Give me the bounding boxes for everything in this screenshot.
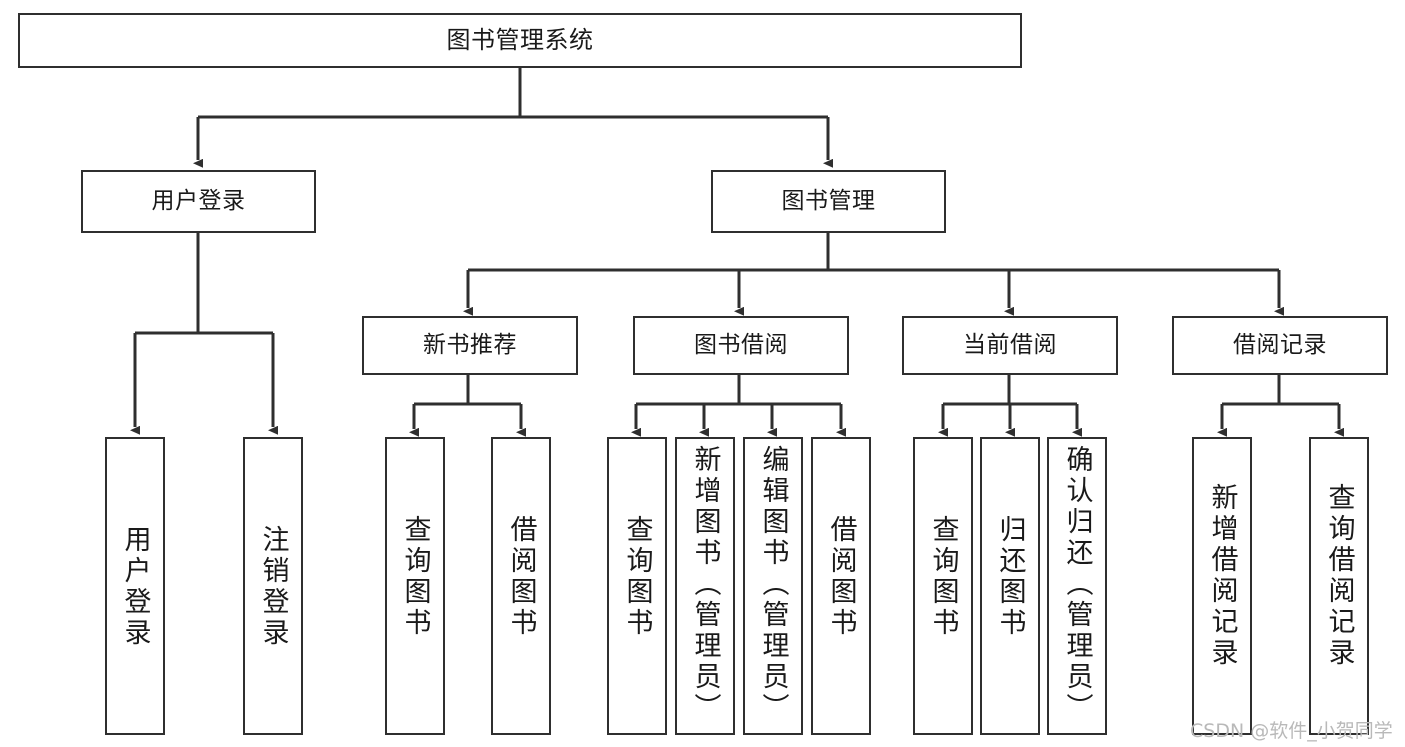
node-leaf-borrow-book-2[interactable]: 借阅图书: [811, 437, 871, 735]
node-leaf-borrow-book-1[interactable]: 借阅图书: [491, 437, 551, 735]
node-borrow-record[interactable]: 借阅记录: [1172, 316, 1388, 375]
node-root-system-label: 图书管理系统: [446, 26, 594, 55]
node-book-manage[interactable]: 图书管理: [711, 170, 946, 233]
node-leaf-user-login-label: 用户登录: [119, 525, 151, 649]
node-leaf-logout-login[interactable]: 注销登录: [243, 437, 303, 735]
node-leaf-logout-login-label: 注销登录: [257, 525, 289, 649]
node-leaf-return-book-label: 归还图书: [994, 515, 1026, 639]
node-new-book-recommend-label: 新书推荐: [423, 331, 517, 358]
node-leaf-confirm-return-admin[interactable]: 确认归还（管理员）: [1047, 437, 1107, 735]
node-new-book-recommend[interactable]: 新书推荐: [362, 316, 578, 375]
node-leaf-add-book-admin-label: 新增图书（管理员）: [689, 445, 721, 724]
node-leaf-edit-book-admin[interactable]: 编辑图书（管理员）: [743, 437, 803, 735]
node-leaf-borrow-book-1-label: 借阅图书: [505, 515, 537, 639]
node-book-manage-label: 图书管理: [781, 187, 876, 214]
node-root-system[interactable]: 图书管理系统: [18, 13, 1022, 68]
node-user-login-label: 用户登录: [151, 187, 246, 214]
node-leaf-add-borrow-record[interactable]: 新增借阅记录: [1192, 437, 1252, 735]
node-leaf-add-borrow-record-label: 新增借阅记录: [1206, 483, 1238, 669]
node-leaf-query-book-2[interactable]: 查询图书: [607, 437, 667, 735]
node-leaf-query-book-3[interactable]: 查询图书: [913, 437, 973, 735]
node-current-borrow-label: 当前借阅: [963, 331, 1057, 358]
node-leaf-query-book-2-label: 查询图书: [621, 515, 653, 639]
node-user-login[interactable]: 用户登录: [81, 170, 316, 233]
node-book-borrow[interactable]: 图书借阅: [633, 316, 849, 375]
node-borrow-record-label: 借阅记录: [1233, 331, 1327, 358]
node-leaf-query-borrow-record-label: 查询借阅记录: [1323, 483, 1355, 669]
node-leaf-query-book-1-label: 查询图书: [399, 515, 431, 639]
csdn-watermark: CSDN @软件_小贺同学: [1190, 720, 1393, 742]
node-leaf-confirm-return-admin-label: 确认归还（管理员）: [1061, 445, 1093, 724]
node-leaf-return-book[interactable]: 归还图书: [980, 437, 1040, 735]
node-leaf-query-book-3-label: 查询图书: [927, 515, 959, 639]
node-leaf-edit-book-admin-label: 编辑图书（管理员）: [757, 445, 789, 724]
node-current-borrow[interactable]: 当前借阅: [902, 316, 1118, 375]
node-leaf-borrow-book-2-label: 借阅图书: [825, 515, 857, 639]
node-leaf-query-borrow-record[interactable]: 查询借阅记录: [1309, 437, 1369, 735]
node-book-borrow-label: 图书借阅: [694, 331, 788, 358]
node-leaf-query-book-1[interactable]: 查询图书: [385, 437, 445, 735]
node-leaf-add-book-admin[interactable]: 新增图书（管理员）: [675, 437, 735, 735]
node-leaf-user-login[interactable]: 用户登录: [105, 437, 165, 735]
